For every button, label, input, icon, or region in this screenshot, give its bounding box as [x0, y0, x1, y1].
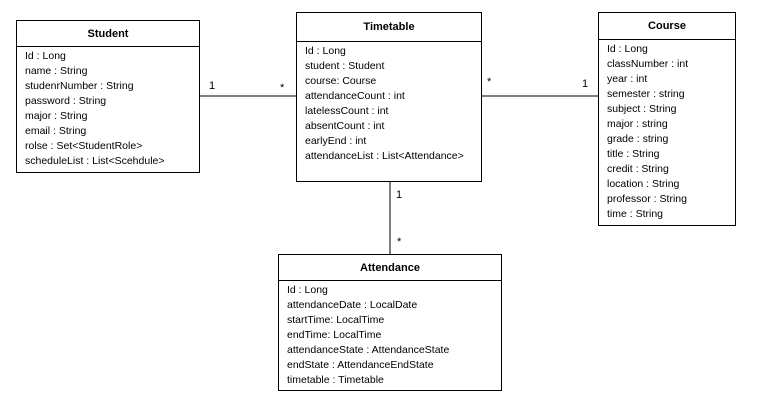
course-class[interactable]: Course Id : Long classNumber : int year : …	[598, 12, 736, 226]
class-attribute: rolse : Set<StudentRole>	[25, 140, 143, 152]
timetable-attributes: Id : Long student : Student course: Course…	[297, 42, 481, 164]
class-attribute: studenrNumber : String	[25, 80, 134, 92]
student-class[interactable]: Student Id : Long name : String studenrNum…	[16, 20, 200, 173]
class-attribute: course: Course	[305, 75, 377, 87]
student-attributes: Id : Long name : String studenrNumber : St…	[17, 47, 199, 169]
multiplicity-student-end: 1	[209, 80, 216, 92]
class-attribute: password : String	[25, 95, 107, 107]
timetable-class[interactable]: Timetable Id : Long student : Student cour…	[296, 12, 482, 182]
class-attribute: student : Student	[305, 60, 385, 72]
attendance-class-title: Attendance	[279, 255, 501, 281]
class-attribute: year : int	[607, 73, 648, 85]
class-attribute: semester : string	[607, 88, 685, 100]
course-attributes: Id : Long classNumber : int year : int seme…	[599, 40, 735, 222]
class-attribute: earlyEnd : int	[305, 135, 367, 147]
class-attribute: timetable : Timetable	[287, 374, 384, 386]
class-attribute: startTime: LocalTime	[287, 314, 385, 326]
class-attribute: title : String	[607, 148, 660, 160]
class-attribute: professor : String	[607, 193, 687, 205]
class-attribute: latelessCount : int	[305, 105, 389, 117]
attendance-class[interactable]: Attendance Id : Long attendanceDate : Loc…	[278, 254, 502, 391]
class-attribute: major : string	[607, 118, 668, 130]
class-attribute: grade : string	[607, 133, 669, 145]
attendance-attributes: Id : Long attendanceDate : LocalDate start…	[279, 281, 501, 388]
class-attribute: email : String	[25, 125, 87, 137]
class-attribute: classNumber : int	[607, 58, 689, 70]
class-attribute: attendanceDate : LocalDate	[287, 299, 418, 311]
multiplicity-timetable-course-end: *	[487, 76, 492, 88]
class-attribute: endState : AttendanceEndState	[287, 359, 434, 371]
class-attribute: time : String	[607, 208, 664, 220]
class-attribute: attendanceCount : int	[305, 90, 405, 102]
student-class-title: Student	[17, 21, 199, 47]
class-attribute: attendanceState : AttendanceState	[287, 344, 450, 356]
class-attribute: absentCount : int	[305, 120, 385, 132]
class-attribute: Id : Long	[305, 45, 346, 57]
class-attribute: major : String	[25, 110, 88, 122]
class-attribute: Id : Long	[25, 50, 66, 62]
multiplicity-timetable-student-end: *	[280, 82, 285, 94]
class-attribute: endTime: LocalTime	[287, 329, 382, 341]
class-attribute: location : String	[607, 178, 680, 190]
class-attribute: scheduleList : List<Scehdule>	[25, 155, 165, 167]
multiplicity-timetable-attendance-end: 1	[396, 189, 403, 201]
class-attribute: name : String	[25, 65, 88, 77]
class-attribute: Id : Long	[287, 284, 328, 296]
timetable-class-title: Timetable	[297, 13, 481, 42]
multiplicity-course-end: 1	[582, 78, 589, 90]
course-class-title: Course	[599, 13, 735, 40]
class-attribute: Id : Long	[607, 43, 648, 55]
multiplicity-attendance-end: *	[397, 236, 402, 248]
class-attribute: subject : String	[607, 103, 677, 115]
class-attribute: credit : String	[607, 163, 669, 175]
class-attribute: attendanceList : List<Attendance>	[305, 150, 464, 162]
